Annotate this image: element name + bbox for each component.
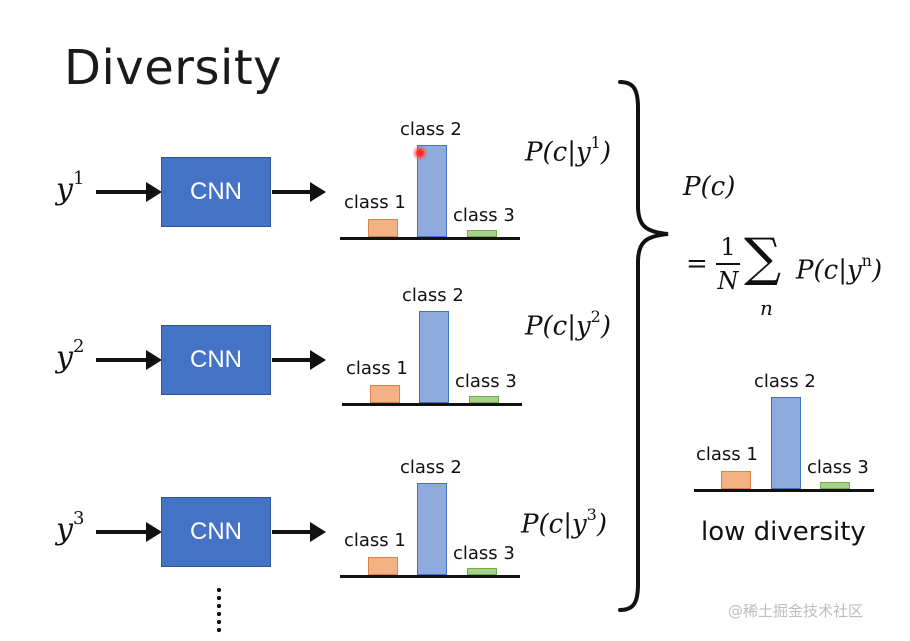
fraction-denominator: N	[717, 267, 739, 295]
bar-class3	[469, 396, 499, 403]
y1-sup: 1	[72, 168, 85, 189]
bar-class2	[771, 397, 801, 489]
label-class3: class 3	[453, 205, 515, 226]
y1-base: y	[56, 172, 73, 207]
cnn-label-2: CNN	[190, 346, 242, 373]
prob-y3-close: )	[596, 509, 607, 540]
cnn-label-3: CNN	[190, 518, 242, 545]
label-class2: class 2	[400, 457, 462, 478]
bar-class1	[368, 557, 398, 575]
bar-class1	[721, 471, 751, 489]
label-class1: class 1	[346, 358, 408, 379]
label-class3: class 3	[453, 543, 515, 564]
sum-subscript: n	[760, 296, 773, 320]
y3-base: y	[56, 512, 73, 547]
label-class2: class 2	[400, 119, 462, 140]
prob-y2-close: )	[600, 311, 611, 342]
prob-y2: P(c|y2)	[525, 307, 611, 342]
label-class2: class 2	[402, 285, 464, 306]
prob-y1-sup: 1	[590, 133, 601, 152]
chart-axis	[340, 237, 520, 240]
bar-class3	[467, 568, 497, 575]
formula-term-text: P(c|y	[796, 255, 862, 286]
summary-chart: class 1 class 2 class 3	[694, 362, 874, 492]
arrow-in-3	[96, 522, 162, 542]
bar-class2	[419, 311, 449, 403]
input-y1: y1	[56, 168, 84, 207]
cnn-label-1: CNN	[190, 178, 242, 205]
bar-class3	[820, 482, 850, 489]
bar-class1	[368, 219, 398, 237]
y2-sup: 2	[72, 336, 85, 357]
fraction-bar	[716, 263, 740, 265]
class-chart-3: class 1 class 2 class 3	[340, 448, 520, 578]
formula-equals: =	[686, 249, 708, 279]
curly-brace	[618, 80, 669, 612]
y2-base: y	[56, 340, 73, 375]
page-title: Diversity	[64, 40, 283, 96]
bar-class3	[467, 230, 497, 237]
prob-y1-close: )	[600, 137, 611, 168]
label-class1: class 1	[344, 530, 406, 551]
cnn-block-3: CNN	[161, 497, 271, 567]
cnn-block-2: CNN	[161, 325, 271, 395]
label-class3: class 3	[455, 371, 517, 392]
bar-class2	[417, 483, 447, 575]
prob-y2-sup: 2	[590, 307, 601, 326]
arrow-out-3	[272, 522, 326, 542]
prob-y3: P(c|y3)	[521, 505, 607, 540]
input-y2: y2	[56, 336, 84, 375]
label-class2: class 2	[754, 371, 816, 392]
chart-axis	[342, 403, 522, 406]
class-chart-1: class 1 class 2 class 3	[340, 110, 520, 240]
label-class1: class 1	[696, 444, 758, 465]
class-chart-2: class 1 class 2 class 3	[342, 276, 522, 406]
arrow-in-1	[96, 182, 162, 202]
prob-y2-text: P(c|y	[525, 311, 591, 342]
label-class3: class 3	[807, 457, 869, 478]
label-class1: class 1	[344, 192, 406, 213]
cnn-block-1: CNN	[161, 157, 271, 227]
formula-lhs: P(c)	[683, 172, 736, 202]
bar-class1	[370, 385, 400, 403]
chart-axis	[694, 489, 874, 492]
prob-y1-text: P(c|y	[525, 137, 591, 168]
input-y3: y3	[56, 508, 84, 547]
summary-caption: low diversity	[701, 517, 866, 547]
chart-axis	[340, 575, 520, 578]
prob-y3-text: P(c|y	[521, 509, 587, 540]
ellipsis-dots	[216, 586, 222, 636]
arrow-out-1	[272, 182, 326, 202]
y3-sup: 3	[72, 508, 85, 529]
formula-fraction: 1 N	[716, 233, 740, 295]
arrow-out-2	[272, 350, 326, 370]
laser-pointer	[412, 145, 428, 161]
formula-term: P(c|yn)	[796, 251, 883, 286]
sum-symbol: ∑	[744, 228, 782, 288]
watermark: @稀土掘金技术社区	[728, 602, 864, 620]
prob-y1: P(c|y1)	[525, 133, 611, 168]
arrow-in-2	[96, 350, 162, 370]
fraction-numerator: 1	[720, 233, 736, 261]
formula-term-close: )	[871, 255, 883, 286]
prob-y3-sup: 3	[586, 505, 597, 524]
formula-term-sup: n	[861, 251, 872, 270]
